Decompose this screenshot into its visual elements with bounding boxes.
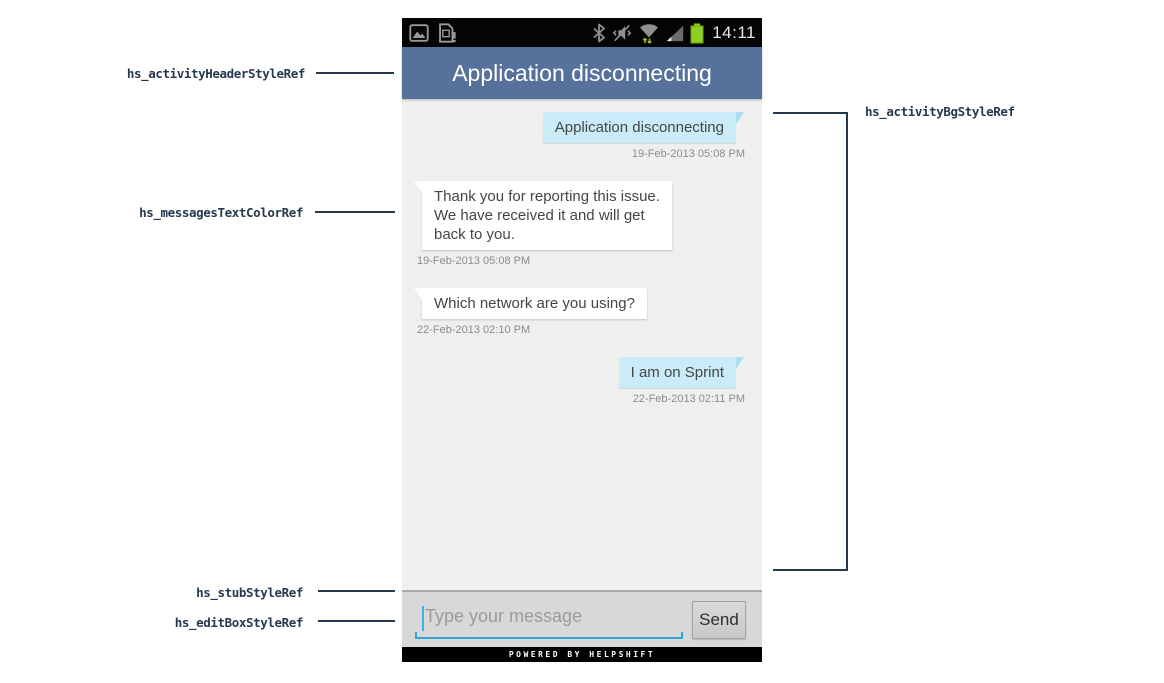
- message-text: I am on Sprint: [630, 364, 724, 381]
- annotation-activity-header-style: hs_activityHeaderStyleRef: [126, 66, 306, 81]
- annotation-bracket-activity-bg: [773, 112, 848, 571]
- message-edit-box: [415, 600, 683, 639]
- message-row: Application disconnecting 19-Feb-2013 05…: [417, 112, 745, 160]
- annotation-line-messages: [315, 211, 395, 213]
- message-timestamp: 22-Feb-2013 02:11 PM: [632, 393, 745, 405]
- message-timestamp: 19-Feb-2013 05:08 PM: [631, 148, 745, 160]
- powered-by-text: POWERED BY HELPSHIFT: [508, 650, 656, 659]
- message-timestamp: 22-Feb-2013 02:10 PM: [417, 324, 531, 336]
- message-text: Thank you for reporting this issue. We h…: [434, 188, 660, 243]
- message-row: I am on Sprint 22-Feb-2013 02:11 PM: [417, 357, 745, 405]
- activity-title: Application disconnecting: [452, 59, 712, 86]
- annotation-line-stub: [318, 590, 395, 592]
- send-button[interactable]: Send: [692, 600, 746, 639]
- message-bubble: Which network are you using?: [414, 288, 647, 319]
- status-bar-left-icons: [408, 22, 457, 44]
- message-text: Application disconnecting: [554, 119, 724, 136]
- gallery-icon: [409, 23, 429, 42]
- message-bubble: I am on Sprint: [618, 357, 745, 388]
- sim-warning-icon: [439, 22, 456, 43]
- message-list: Application disconnecting 19-Feb-2013 05…: [414, 112, 745, 405]
- stub-divider: [402, 590, 762, 592]
- message-text: Which network are you using?: [434, 295, 635, 312]
- message-timestamp: 19-Feb-2013 05:08 PM: [417, 255, 531, 267]
- reply-composer: Send: [402, 592, 762, 647]
- annotation-messages-text-color: hs_messagesTextColorRef: [139, 205, 303, 220]
- phone-screen: 14:11 Application disconnecting Applicat…: [402, 18, 762, 662]
- activity-header: Application disconnecting: [402, 47, 762, 99]
- annotation-line-header: [316, 72, 394, 74]
- vibrate-icon: [612, 24, 632, 41]
- status-time: 14:11: [712, 22, 756, 42]
- annotation-editbox-style: hs_editBoxStyleRef: [174, 615, 304, 630]
- status-bar: 14:11: [402, 18, 762, 47]
- message-row: Thank you for reporting this issue. We h…: [414, 181, 745, 267]
- annotation-activity-bg-style: hs_activityBgStyleRef: [865, 104, 1015, 119]
- annotation-stub-style: hs_stubStyleRef: [196, 585, 303, 600]
- message-row: Which network are you using? 22-Feb-2013…: [414, 288, 745, 336]
- message-input[interactable]: [415, 600, 683, 637]
- signal-icon: [667, 25, 684, 41]
- conversation-scroll-area[interactable]: Application disconnecting 19-Feb-2013 05…: [402, 99, 762, 590]
- annotation-line-editbox: [318, 620, 395, 622]
- message-bubble: Application disconnecting: [542, 112, 745, 143]
- status-bar-right-icons: 14:11: [591, 22, 756, 44]
- battery-icon: [690, 23, 704, 43]
- message-bubble: Thank you for reporting this issue. We h…: [414, 181, 672, 250]
- wifi-icon: [640, 23, 659, 44]
- bluetooth-icon: [593, 23, 606, 42]
- text-cursor: [422, 605, 424, 631]
- powered-by-helpshift-badge: POWERED BY HELPSHIFT: [402, 647, 762, 662]
